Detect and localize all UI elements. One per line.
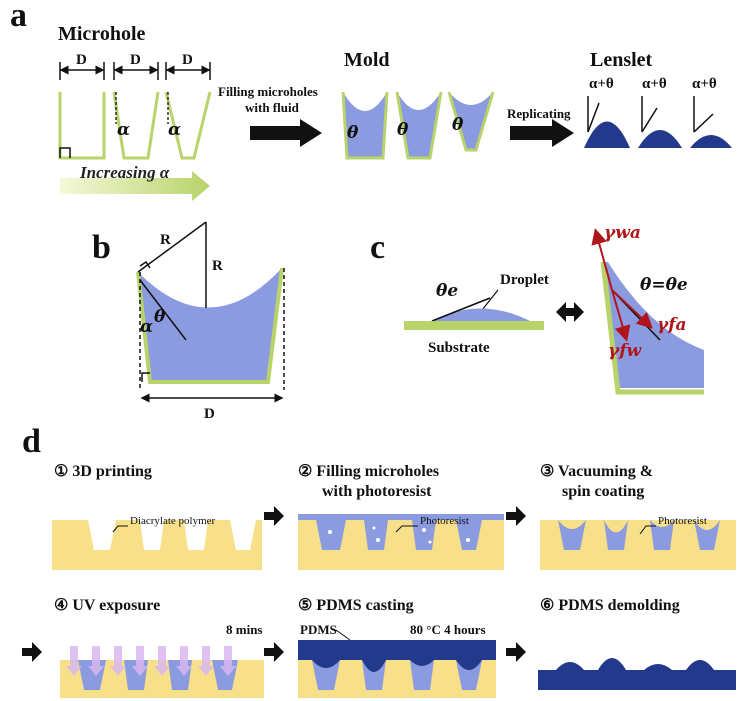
step-arrow-2 xyxy=(506,506,526,526)
substrate-bar xyxy=(404,321,544,330)
microhole-vertical xyxy=(58,92,106,160)
lenslet-1 xyxy=(584,121,630,148)
panel-d: d ① 3D printing Diacrylate polymer ② Fil… xyxy=(22,423,736,698)
lenslet-2 xyxy=(638,130,682,148)
photoresist-label-2: Photoresist xyxy=(420,515,469,527)
right-angle-mark xyxy=(59,147,71,158)
panel-b-letter: b xyxy=(92,229,111,266)
theta-label-b: θ xyxy=(154,307,166,327)
panel-a-letter: a xyxy=(10,0,27,34)
step5-label: ⑤ PDMS casting xyxy=(298,597,414,614)
substrate-label: Substrate xyxy=(428,340,490,356)
microhole-steep xyxy=(164,91,212,160)
filling-arrow xyxy=(250,119,322,147)
alpha-theta-2: α+θ xyxy=(642,76,667,92)
microhole-title: Microhole xyxy=(58,23,146,45)
uv-time-label: 8 mins xyxy=(226,622,262,637)
mold-fluid-detail xyxy=(138,268,282,382)
pdms-layer xyxy=(298,640,496,660)
demolded-lenslets xyxy=(556,658,714,670)
microhole-tapered xyxy=(112,91,160,160)
step3-label-2: spin coating xyxy=(562,483,644,500)
theta-label-2: θ xyxy=(397,120,409,140)
step2-label-1: ② Filling microholes xyxy=(298,463,439,480)
microhole-dimensions xyxy=(59,62,211,80)
d-label-1: D xyxy=(76,52,87,68)
alpha-label-b: α xyxy=(140,317,153,337)
panel-d-letter: d xyxy=(22,423,41,460)
alpha-theta-3: α+θ xyxy=(692,76,717,92)
wall-detail xyxy=(600,261,704,395)
step-arrow-1 xyxy=(264,506,284,526)
demolded-pdms xyxy=(538,670,736,690)
step2-label-2: with photoresist xyxy=(322,483,432,500)
gamma-fa-label: γfa xyxy=(657,315,687,335)
increasing-alpha-label: Increasing α xyxy=(79,163,170,182)
step1-label: ① 3D printing xyxy=(54,463,152,480)
pdms-label: PDMS xyxy=(300,622,337,637)
step-arrow-4 xyxy=(264,642,284,662)
replicating-label: Replicating xyxy=(507,106,571,121)
d-label-b: D xyxy=(204,406,215,422)
mold-fluid-2 xyxy=(397,92,441,158)
mold-wall-detail xyxy=(136,267,284,384)
mold-title: Mold xyxy=(344,49,390,71)
equivalence-arrow xyxy=(556,302,584,322)
photoresist-label-3: Photoresist xyxy=(658,515,707,527)
step6-label: ⑥ PDMS demolding xyxy=(540,597,680,614)
droplet-label: Droplet xyxy=(500,272,549,288)
panel-c: c θe Droplet Substrate γwa θ=θe γfa γfw xyxy=(370,223,704,395)
mold-fluid-3 xyxy=(449,92,493,150)
gamma-fw-label: γfw xyxy=(608,341,643,361)
r-label-2: R xyxy=(212,258,223,274)
step4-label: ④ UV exposure xyxy=(54,597,160,614)
theta-label-1: θ xyxy=(347,123,359,143)
lenslet-title: Lenslet xyxy=(590,49,653,71)
filling-label-1: Filling microholes xyxy=(218,84,318,99)
theta-label-3: θ xyxy=(452,115,464,135)
panel-c-letter: c xyxy=(370,229,385,266)
filling-label-2: with fluid xyxy=(245,100,300,115)
step3-label-1: ③ Vacuuming & xyxy=(540,463,653,480)
d-label-2: D xyxy=(130,52,141,68)
diacrylate-label: Diacrylate polymer xyxy=(130,515,216,527)
alpha-label-1: α xyxy=(117,120,130,140)
r-label-1: R xyxy=(160,232,171,248)
increasing-alpha-arrow xyxy=(60,171,210,201)
alpha-label-2: α xyxy=(168,120,181,140)
theta-e-label: θe xyxy=(436,281,458,301)
step1-mold xyxy=(52,520,262,570)
gamma-wa-label: γwa xyxy=(604,223,641,243)
wall-fluid-detail xyxy=(604,262,704,388)
replicating-arrow xyxy=(510,119,574,147)
uv-rays xyxy=(66,646,236,676)
step-arrow-5 xyxy=(506,642,526,662)
d-label-3: D xyxy=(182,52,193,68)
step-arrow-3 xyxy=(22,642,42,662)
lenslet-3 xyxy=(690,135,732,148)
mold-fluid-1 xyxy=(343,92,387,158)
panel-b: b R R α θ D xyxy=(92,221,285,422)
theta-eq-label: θ=θe xyxy=(640,275,688,295)
cure-label: 80 °C 4 hours xyxy=(410,622,486,637)
panel-a: a Microhole D D D α α Increasing α Filli… xyxy=(10,0,732,201)
alpha-theta-1: α+θ xyxy=(589,76,614,92)
